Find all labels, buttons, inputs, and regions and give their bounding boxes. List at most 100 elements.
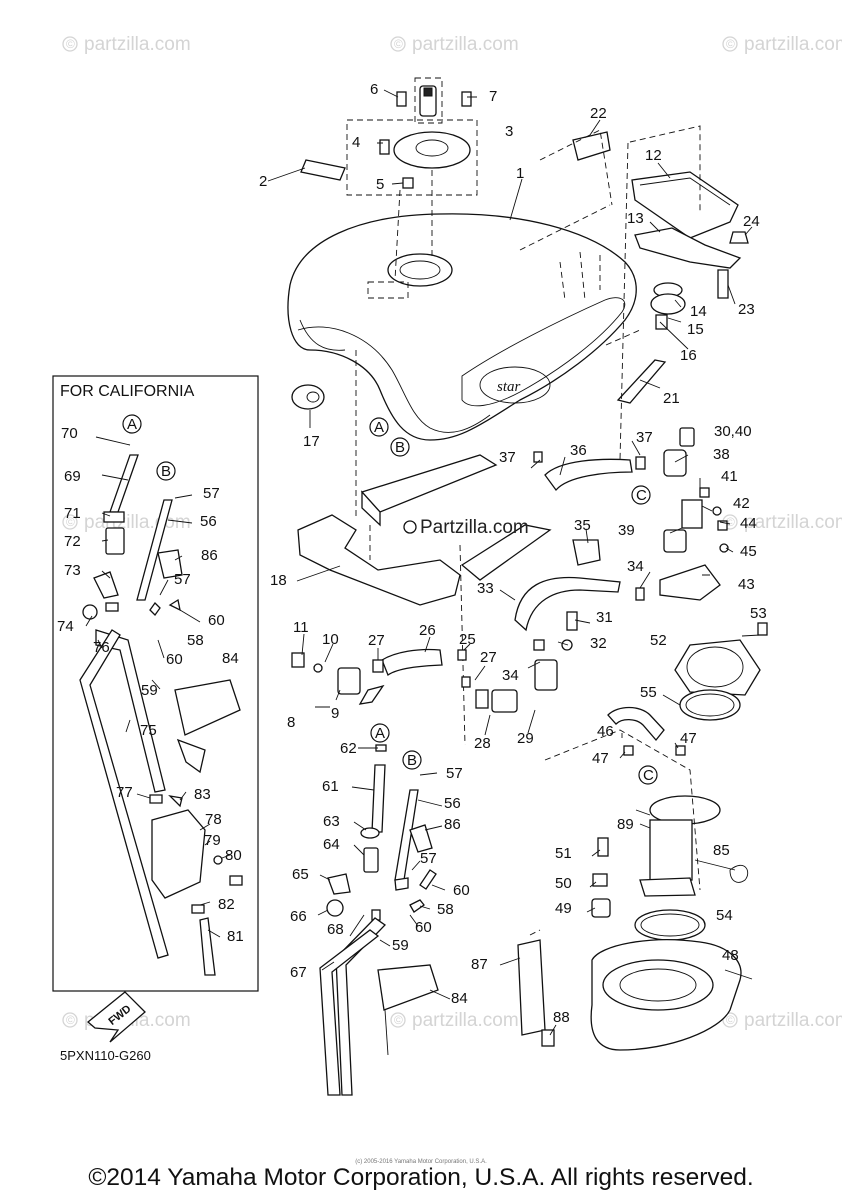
watermark-mid-left: © partzilla.com [62,512,191,533]
part-label: 24 [743,213,760,230]
part-label: 86 [201,547,218,564]
pads: Partzilla.com [297,350,552,746]
svg-text:©: © [66,515,75,529]
hoses-upper [514,451,646,632]
part-label: 52 [650,632,667,649]
part-label: 79 [204,832,221,849]
part-label: 25 [459,631,476,648]
part-label: 86 [444,816,461,833]
part-label: 60 [208,612,225,629]
watermark-top-left: © partzilla.com [62,34,191,55]
svg-text:©: © [394,1013,403,1027]
california-box: FOR CALIFORNIA A B [52,375,259,992]
svg-text:partzilla.com: partzilla.com [84,512,191,533]
part-label: 66 [290,908,307,925]
callout-a: A [127,416,137,433]
part-label: 16 [680,347,697,364]
part-label: 59 [392,937,409,954]
center-watermark: Partzilla.com [403,517,529,538]
sensor-assembly [291,652,385,705]
part-label: 57 [203,485,220,502]
svg-text:©: © [726,1013,735,1027]
watermark-bottom-right: © partzilla.com [722,1010,842,1031]
part-label: 37 [499,449,516,466]
part-label: 47 [592,750,609,767]
part-label: 36 [570,442,587,459]
part-label: 1 [516,165,524,182]
callout-a: A [375,725,385,742]
part-label: 10 [322,631,339,648]
part-label: 65 [292,866,309,883]
part-label: 68 [327,921,344,938]
part-label: 35 [574,517,591,534]
part-label: 89 [617,816,634,833]
part-label: 59 [141,682,158,699]
leader-lines [85,89,761,1036]
part-label: 70 [61,425,78,442]
part-label: 72 [64,533,81,550]
callout-c: C [636,487,647,504]
part-label: 6 [370,81,378,98]
svg-text:©: © [66,1013,75,1027]
tiny-credit: (c) 2005-2016 Yamaha Motor Corporation, … [355,1159,487,1165]
part-label: 34 [627,558,644,575]
part-label: 3 [505,123,513,140]
svg-text:©: © [726,515,735,529]
fuel-pump-assembly [517,622,768,1051]
svg-text:©: © [394,37,403,51]
svg-text:partzilla.com: partzilla.com [744,34,842,55]
part-label: 80 [225,847,242,864]
part-label: 33 [477,580,494,597]
svg-text:partzilla.com: partzilla.com [744,512,842,533]
part-label: 84 [222,650,239,667]
part-label: 31 [596,609,613,626]
callouts-main: A B C A B C [369,417,658,785]
part-label: 75 [140,722,157,739]
part-label: 43 [738,576,755,593]
part-label: 11 [293,619,309,636]
part-label: 76 [93,639,110,656]
part-label: 39 [618,522,635,539]
part-label: 2 [259,173,267,190]
svg-text:partzilla.com: partzilla.com [84,34,191,55]
seal-strips [300,129,613,251]
diagram-code: 5PXN110-G260 [60,1048,151,1063]
part-label: 56 [444,795,461,812]
part-label: 46 [597,723,614,740]
part-label: 58 [187,632,204,649]
part-label: 84 [451,990,468,1007]
part-label: 62 [340,740,357,757]
part-label: 53 [750,605,767,622]
watermark-bottom-center: © partzilla.com [390,1010,519,1031]
part-label: 45 [740,543,757,560]
part-label: 34 [502,667,519,684]
part-label: 58 [437,901,454,918]
part-label: 37 [636,429,653,446]
part-label: 49 [555,900,572,917]
part-label: 60 [415,919,432,936]
part-label: 54 [716,907,733,924]
svg-text:partzilla.com: partzilla.com [412,34,519,55]
part-labels: 1 2 3 4 5 6 7 8 9 10 11 12 13 14 15 16 1… [57,81,767,1026]
svg-text:partzilla.com: partzilla.com [412,1010,519,1031]
part-label: 28 [474,735,491,752]
part-label: 83 [194,786,211,803]
damper [291,384,325,410]
callout-b: B [395,439,405,456]
part-label: 71 [64,505,81,522]
part-label: 57 [420,850,437,867]
part-label: 18 [270,572,287,589]
part-label: 4 [352,134,360,151]
part-label: 13 [627,210,644,227]
part-label: 5 [376,176,384,193]
part-label: 42 [733,495,750,512]
part-label: 55 [640,684,657,701]
fuel-cap [346,77,478,281]
fuel-tank: star [287,213,637,441]
part-label: 38 [713,446,730,463]
part-label: 47 [680,730,697,747]
box-title: FOR CALIFORNIA [60,383,195,400]
tank-cover-parts [605,125,749,461]
part-label: 64 [323,836,340,853]
valves-right [659,427,729,601]
